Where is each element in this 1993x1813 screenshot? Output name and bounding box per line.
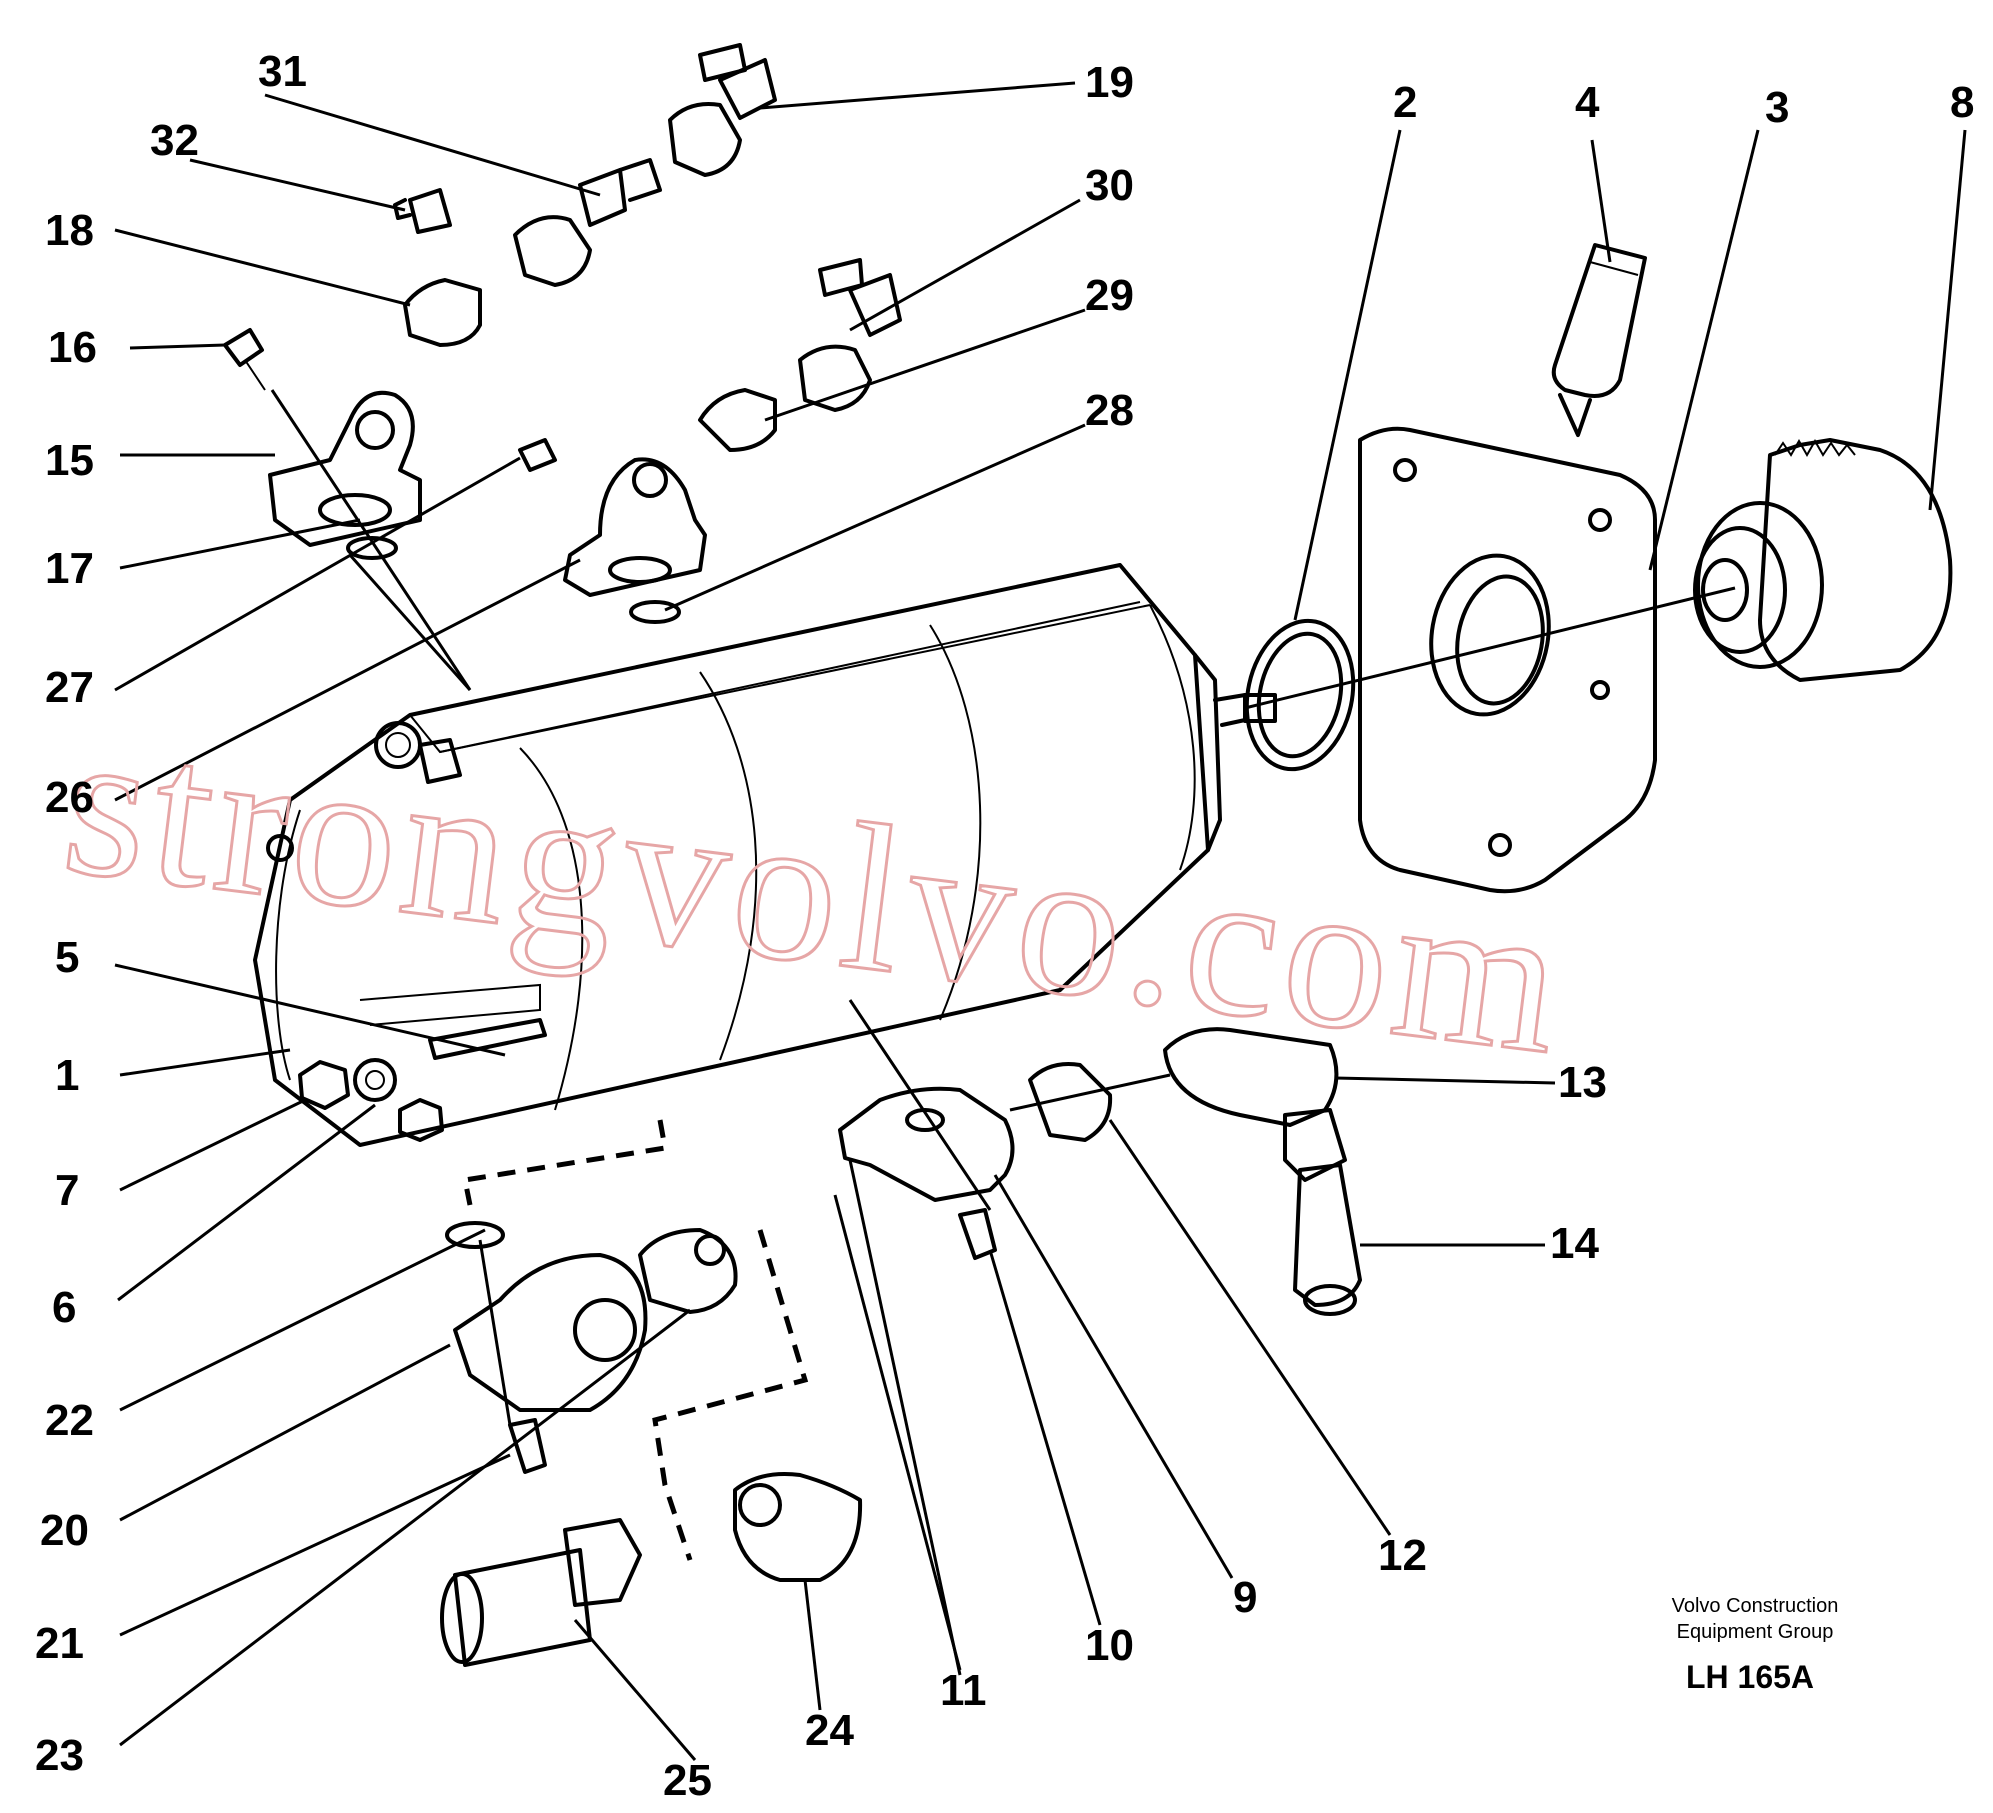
- drawing-code: LH 165A: [1686, 1659, 1814, 1695]
- pump-body: [253, 563, 1277, 1147]
- middle-fitting-group: [518, 258, 902, 624]
- callout-3: 3: [1765, 83, 1789, 132]
- callout-12: 12: [1378, 1531, 1427, 1580]
- callout-6: 6: [52, 1283, 76, 1332]
- callout-26: 26: [45, 773, 94, 822]
- callout-18: 18: [45, 206, 94, 255]
- filler-nozzle: [1551, 243, 1647, 437]
- drive-gear: [1693, 438, 1953, 682]
- callout-16: 16: [48, 323, 97, 372]
- lower-right-fitting-group: [838, 1027, 1362, 1316]
- credit-block: Volvo Construction Equipment Group LH 16…: [1672, 1595, 1839, 1695]
- credit-line-2: Equipment Group: [1677, 1621, 1834, 1643]
- callout-29: 29: [1085, 271, 1134, 320]
- lower-left-fitting-group: [440, 1221, 863, 1667]
- callout-24: 24: [805, 1706, 854, 1755]
- callout-22: 22: [45, 1396, 94, 1445]
- callout-21: 21: [35, 1619, 84, 1668]
- callout-31: 31: [258, 47, 307, 96]
- callout-32: 32: [150, 116, 199, 165]
- callout-28: 28: [1085, 386, 1134, 435]
- callout-8: 8: [1950, 78, 1974, 127]
- o-ring-gasket: [1244, 618, 1356, 772]
- callout-19: 19: [1085, 58, 1134, 107]
- axis-lines: [270, 389, 1736, 1426]
- callout-labels: 31 32 18 16 15 17 27 26 19 30 29 28 2 4 …: [35, 47, 1974, 1805]
- callout-17: 17: [45, 544, 94, 593]
- callout-20: 20: [40, 1506, 89, 1555]
- credit-line-1: Volvo Construction: [1672, 1595, 1839, 1617]
- mounting-flange: [1358, 426, 1657, 894]
- callout-23: 23: [35, 1731, 84, 1780]
- front-small-parts: [298, 1018, 547, 1142]
- callout-30: 30: [1085, 161, 1134, 210]
- callout-10: 10: [1085, 1621, 1134, 1670]
- callout-14: 14: [1550, 1219, 1599, 1268]
- callout-25: 25: [663, 1756, 712, 1805]
- callout-9: 9: [1233, 1573, 1257, 1622]
- callout-15: 15: [45, 436, 94, 485]
- callout-1: 1: [55, 1051, 79, 1100]
- upper-fitting-group: [223, 43, 777, 560]
- watermark-text: strongvolvo.com: [53, 685, 1577, 1099]
- callout-2: 2: [1393, 78, 1417, 127]
- callout-7: 7: [55, 1166, 79, 1215]
- leader-lines: [114, 81, 1967, 1761]
- callout-27: 27: [45, 663, 94, 712]
- callout-5: 5: [55, 933, 79, 982]
- dashed-connection-lines: [462, 1119, 809, 1561]
- callout-13: 13: [1558, 1058, 1607, 1107]
- callout-11: 11: [940, 1666, 987, 1715]
- callout-4: 4: [1575, 78, 1600, 127]
